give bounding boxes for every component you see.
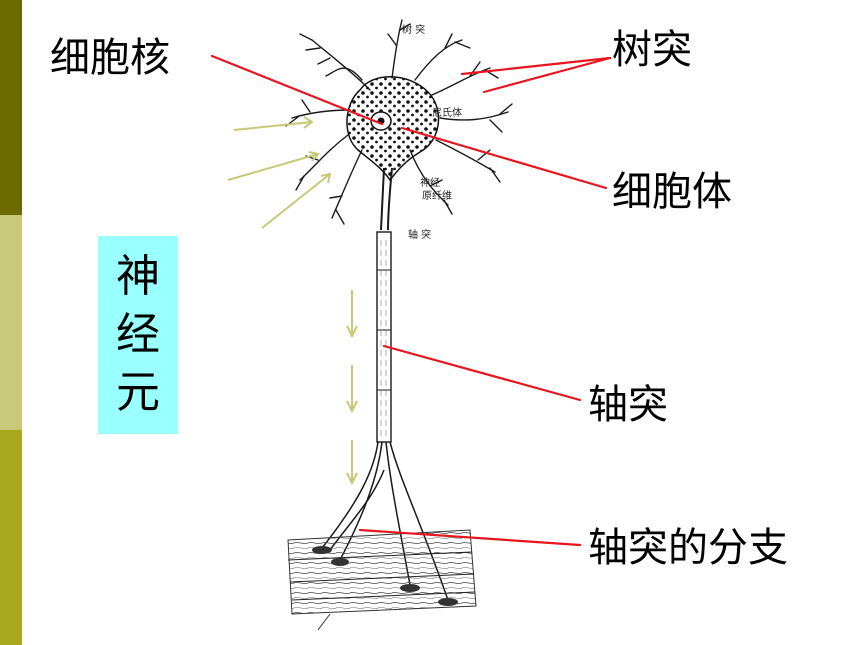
annotation-top: 树 突 <box>402 23 425 36</box>
label-axon: 轴突 <box>588 382 668 428</box>
annotation-axon-small: 轴 突 <box>408 228 431 241</box>
pointer-soma <box>400 126 608 190</box>
axon <box>376 167 393 443</box>
annotation-neurofibril-2: 原纤维 <box>422 189 452 202</box>
title-char-2: 经 <box>116 309 160 360</box>
pointer-lines <box>210 54 612 547</box>
title-char-1: 神 <box>116 251 160 302</box>
sidebar-decoration <box>0 0 22 645</box>
pointer-axon-branch <box>358 528 582 547</box>
pointer-dendrite-2 <box>482 56 612 94</box>
muscle-fibers <box>287 529 477 631</box>
annotation-neurofibril-1: 神经 <box>420 176 440 189</box>
title-char-3: 元 <box>116 367 160 418</box>
pointer-axon <box>382 344 582 402</box>
cell-body <box>346 76 440 182</box>
sidebar-block-bottom <box>0 430 22 645</box>
annotation-nissl: 尼氏体 <box>432 107 462 119</box>
label-axon-branch: 轴突的分支 <box>588 525 788 571</box>
title-box-neuron: 神 经 元 <box>98 236 178 434</box>
label-dendrite: 树突 <box>612 27 692 73</box>
label-cell-body: 细胞体 <box>612 169 732 215</box>
signal-arrows <box>227 116 358 486</box>
label-nucleus: 细胞核 <box>50 35 170 81</box>
sidebar-block-middle <box>0 215 22 430</box>
pointer-dendrite-1 <box>460 56 612 76</box>
pointer-nucleus <box>210 54 384 126</box>
sidebar-block-top <box>0 0 22 215</box>
